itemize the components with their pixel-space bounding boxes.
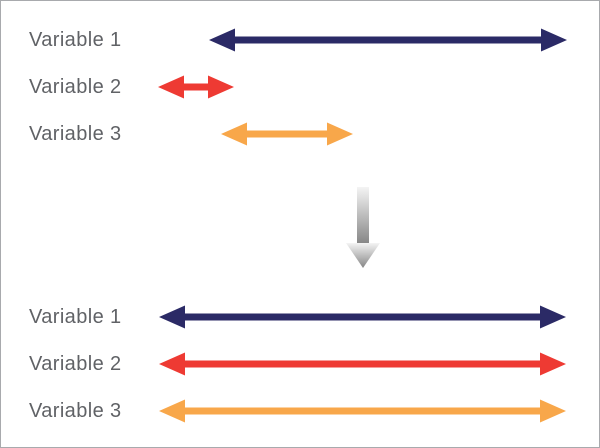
variable-1-label-after: Variable 1 (29, 306, 122, 328)
variable-2-label-after: Variable 2 (29, 353, 122, 375)
variable-2-range-arrow-before (158, 75, 234, 99)
variable-3-range-arrow-before (221, 122, 353, 146)
variable-3-label-before: Variable 3 (29, 123, 122, 145)
variable-1-label-before: Variable 1 (29, 29, 122, 51)
variable-2-range-arrow-after (159, 352, 566, 376)
variable-1-range-arrow-after (159, 305, 566, 329)
variable-2-label-before: Variable 2 (29, 76, 122, 98)
variable-3-range-arrow-after (159, 399, 566, 423)
transform-down-arrow (346, 187, 380, 268)
variable-3-label-after: Variable 3 (29, 400, 122, 422)
variable-1-range-arrow-before (209, 28, 567, 52)
